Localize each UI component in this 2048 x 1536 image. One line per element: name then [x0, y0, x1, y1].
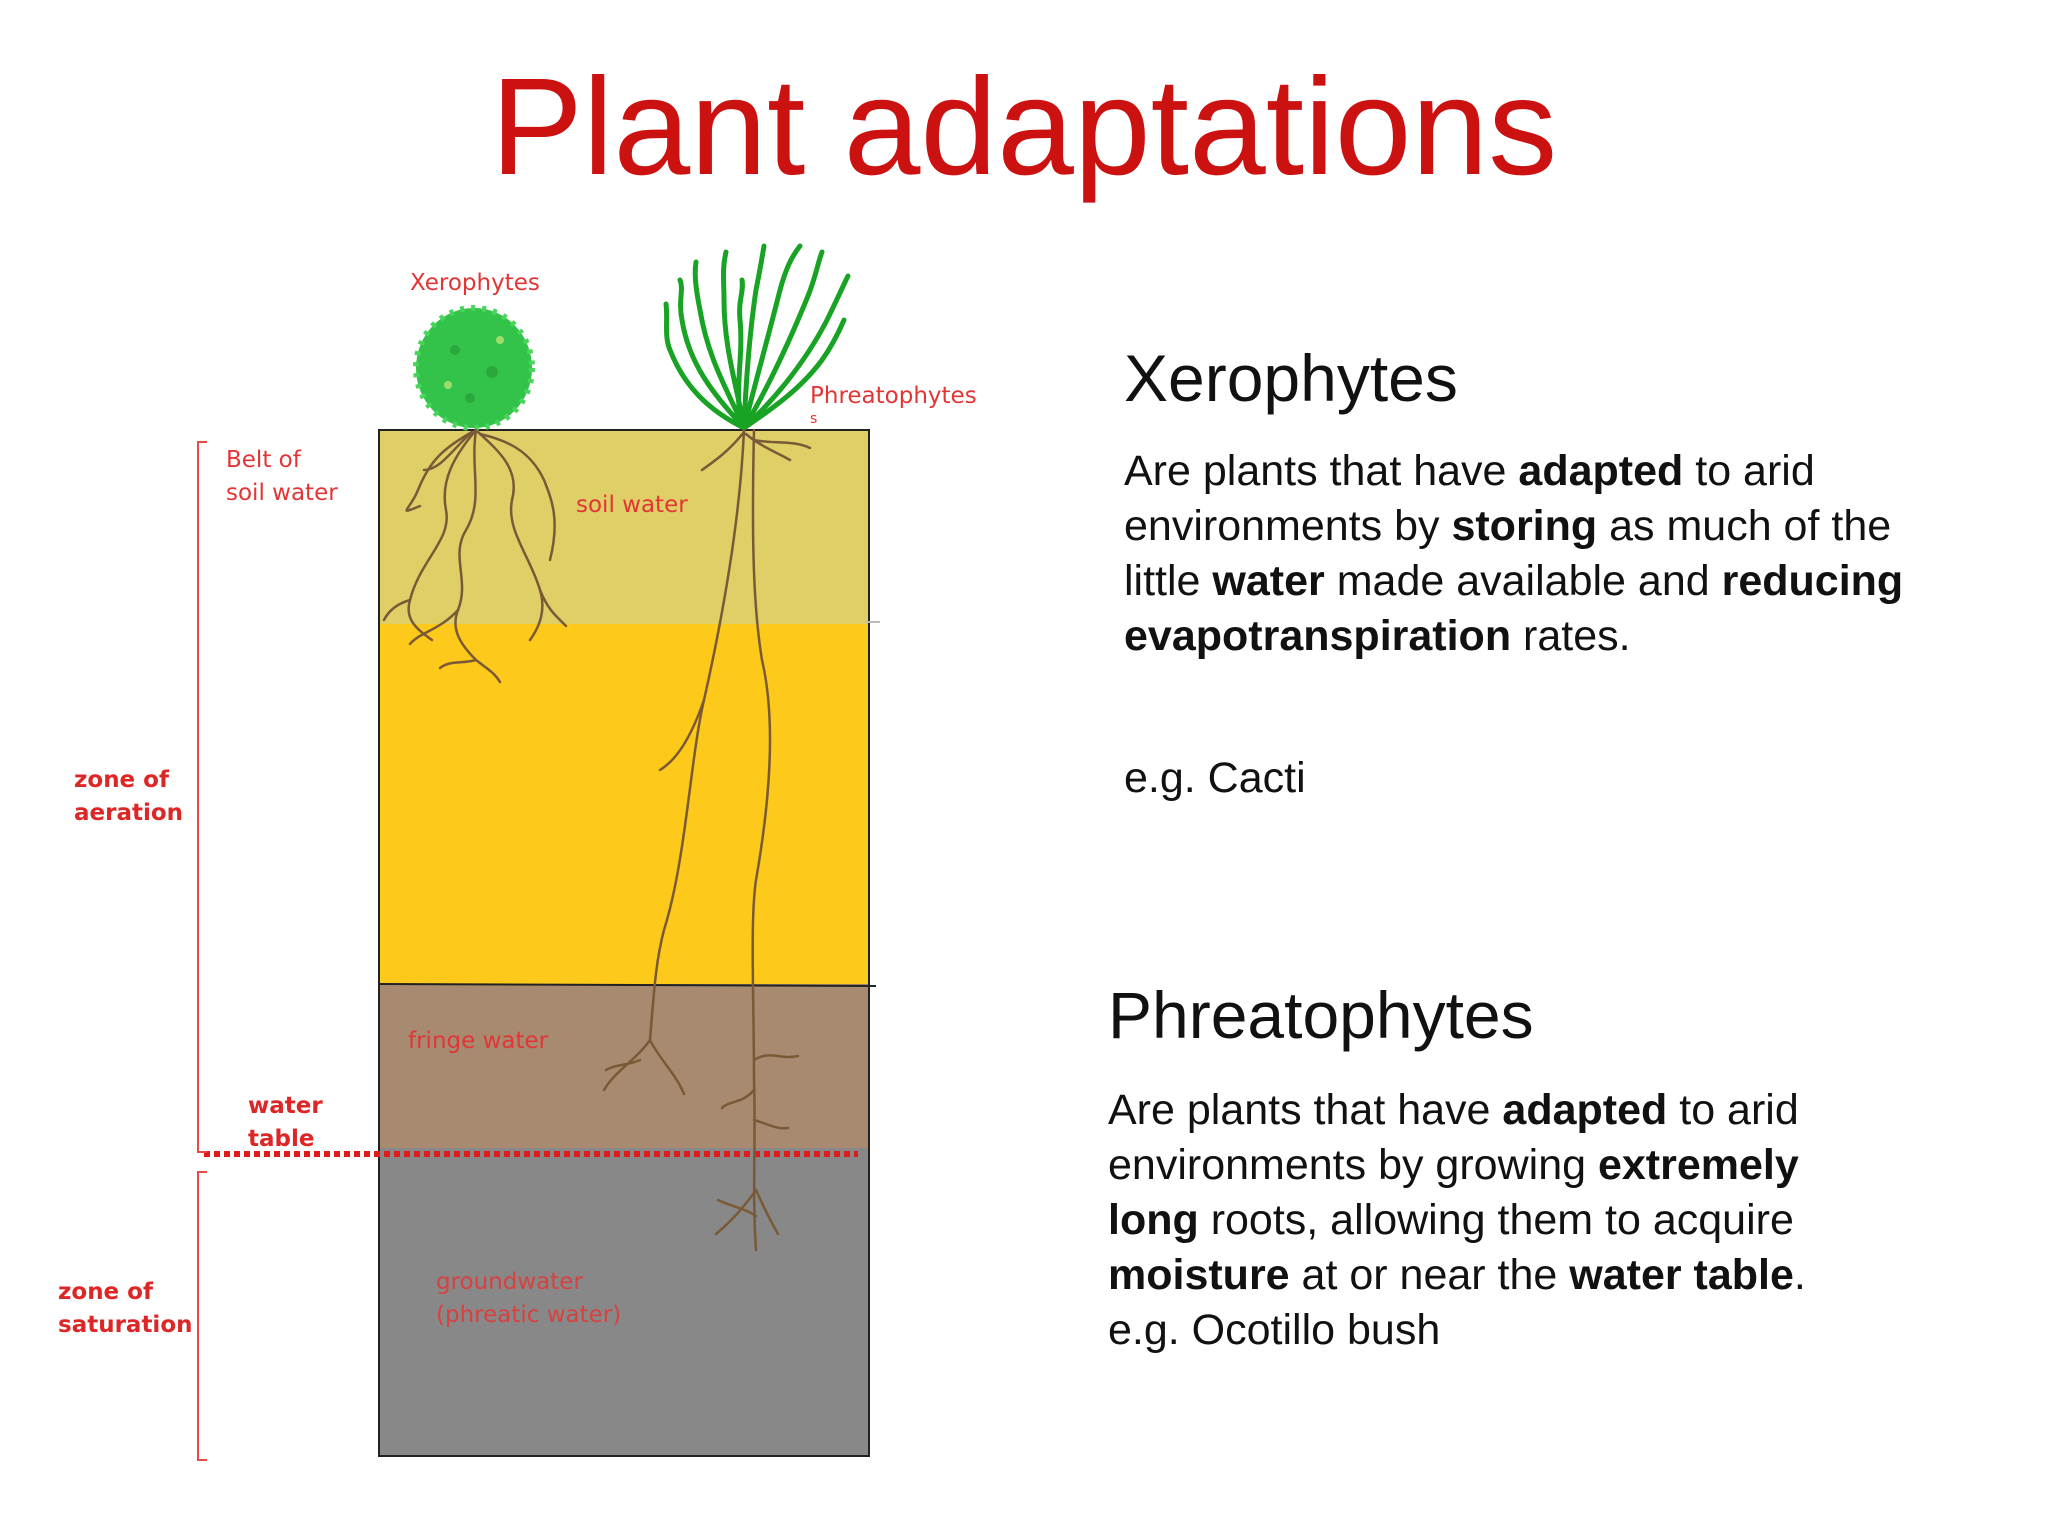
body-text: as much of the little: [1124, 502, 1892, 605]
body-text: to arid environments by growing: [1108, 1086, 1799, 1189]
zone-of-aeration-label: zone of aeration: [74, 767, 184, 826]
xerophyte-plant: [413, 305, 535, 431]
xerophytes-plant-label: Xerophytes: [410, 270, 540, 296]
emphasis-text: reducing evapotranspiration: [1124, 557, 1904, 660]
emphasis-text: adapted: [1502, 1086, 1668, 1134]
zone-of-saturation-label: zone of saturation: [58, 1279, 193, 1338]
body-text: Are plants that have: [1124, 447, 1519, 495]
fringe-top-line: [379, 983, 877, 987]
aeration-band: [380, 624, 868, 984]
fringe-water-label: fringe water: [408, 1028, 549, 1054]
zone-of-aeration-bracket: [197, 441, 207, 1153]
emphasis-text: moisture: [1108, 1251, 1290, 1299]
body-text: at or near the: [1289, 1251, 1570, 1299]
soil-water-label: soil water: [576, 492, 688, 518]
xerophyte-roots: [382, 428, 568, 684]
xerophytes-example: e.g. Cacti: [1124, 754, 1306, 802]
groundwater-label: groundwater (phreatic water): [436, 1269, 622, 1328]
phreatophytes-description: Are plants that have adapted to arid env…: [1108, 1083, 1888, 1358]
phreatophytes-heading: Phreatophytes: [1108, 978, 1534, 1052]
phreatophyte-roots: [602, 428, 812, 1252]
body-text: to arid environments by: [1124, 447, 1815, 550]
emphasis-text: adapted: [1518, 447, 1684, 495]
groundwater-band: [380, 1148, 868, 1456]
soil-column-outline: [378, 429, 870, 1457]
belt-of-soil-water-label: Belt of soil water: [226, 447, 338, 506]
body-text: rates.: [1511, 612, 1631, 660]
emphasis-text: storing: [1451, 502, 1598, 550]
phreatophyte-plant: [663, 243, 851, 431]
xerophytes-description: Are plants that have adapted to arid env…: [1124, 444, 1904, 664]
body-text: . e.g. Ocotillo bush: [1108, 1251, 1806, 1354]
phreatophytes-label-overflow: s: [810, 411, 818, 427]
body-text: made available and: [1324, 557, 1722, 605]
slide-title: Plant adaptations: [490, 50, 1558, 204]
soil-water-band: [380, 430, 868, 624]
zone-of-saturation-bracket: [197, 1171, 207, 1461]
body-text: roots, allowing them to acquire: [1198, 1196, 1794, 1244]
emphasis-text: water table: [1569, 1251, 1794, 1299]
water-table-label: water table: [248, 1093, 323, 1152]
phreatophytes-plant-label: Phreatophytes: [810, 383, 977, 409]
emphasis-text: extremely long: [1108, 1141, 1799, 1244]
body-text: Are plants that have: [1108, 1086, 1503, 1134]
xerophytes-heading: Xerophytes: [1124, 341, 1458, 415]
emphasis-text: water: [1212, 557, 1325, 605]
